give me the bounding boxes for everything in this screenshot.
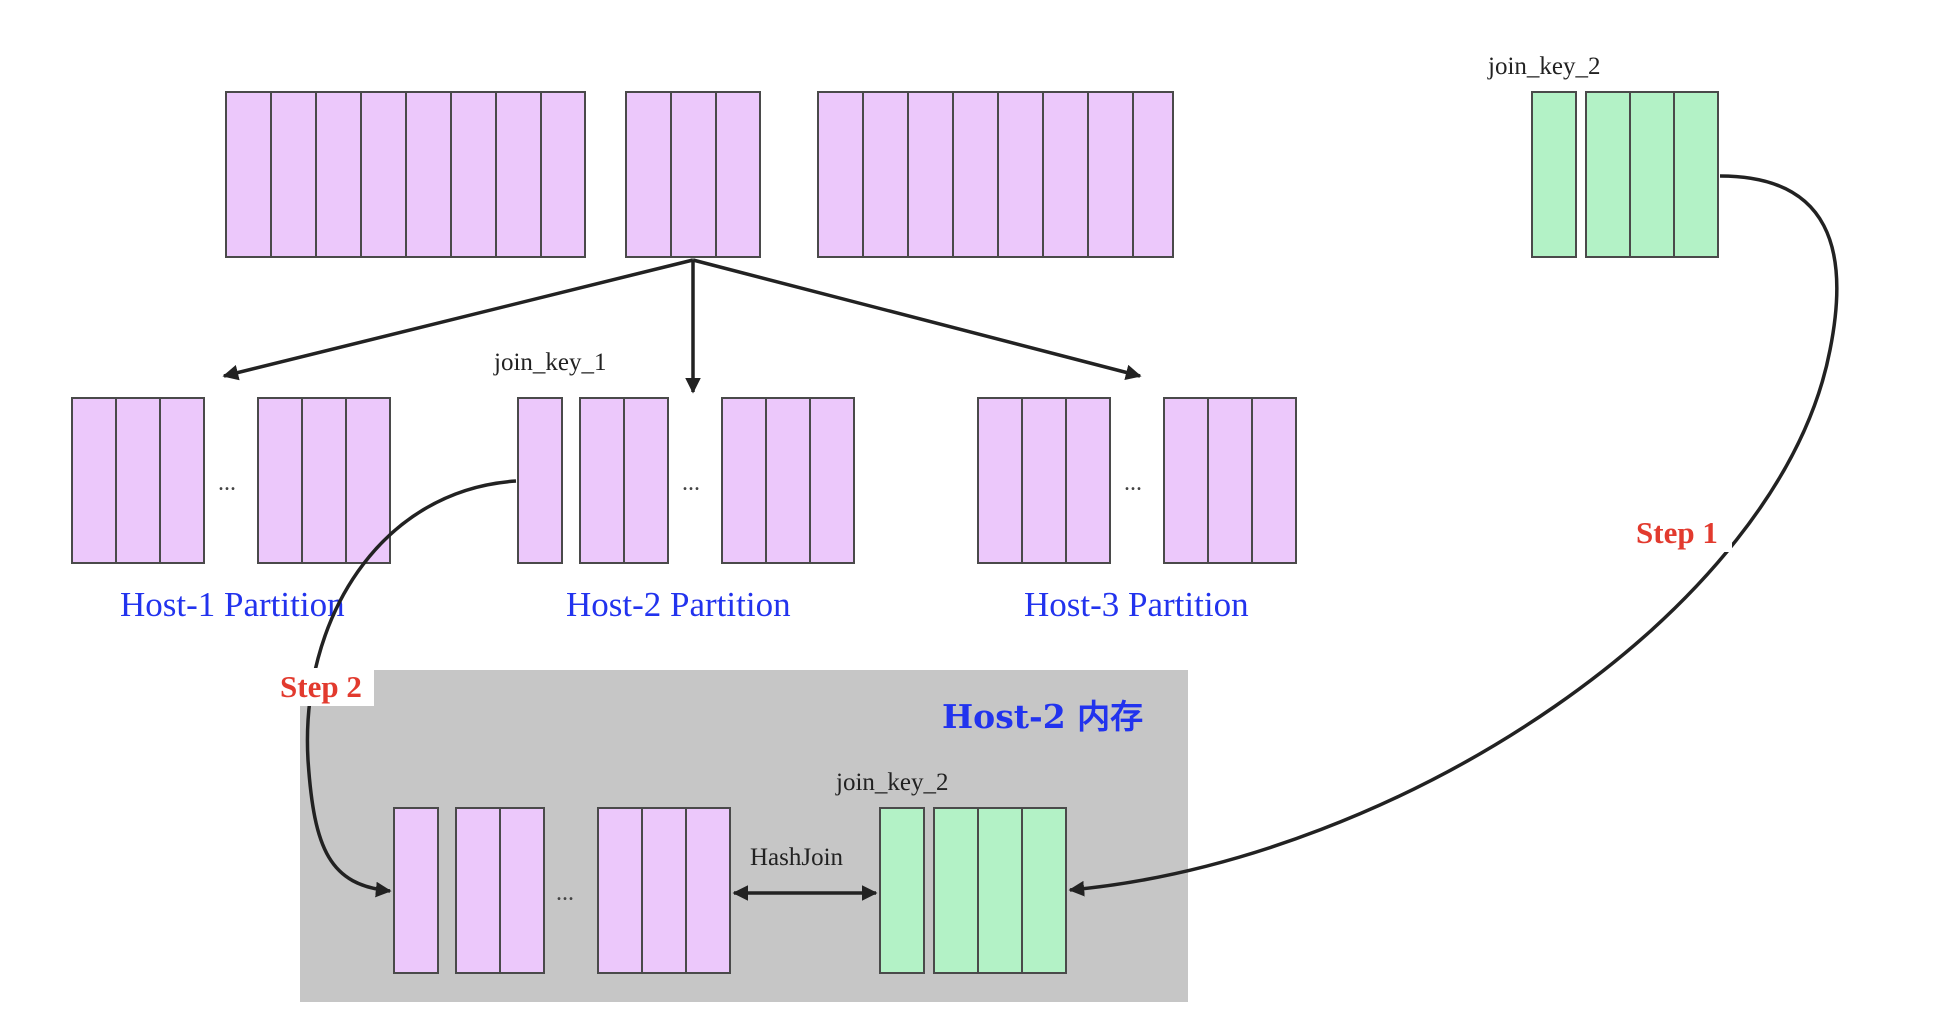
top-table-block-3 [817, 91, 1174, 258]
svg-text:...: ... [556, 880, 574, 906]
svg-text:...: ... [682, 470, 700, 496]
step2-curve [305, 479, 517, 898]
step1-curve [1068, 174, 1839, 897]
arrow-to-host1 [222, 258, 694, 381]
step1-label: Step 1 [1636, 515, 1718, 550]
green-table-top [1531, 91, 1719, 258]
host3-partition-label: Host-3 Partition [1024, 585, 1249, 624]
host2-join-key-label: join_key_1 [493, 349, 607, 376]
step2-label: Step 2 [280, 669, 362, 704]
memory-join-key-label: join_key_2 [835, 769, 949, 796]
arrow-to-host3 [692, 258, 1142, 381]
top-join-key-label: join_key_2 [1487, 53, 1601, 80]
memory-pink-table: ... [393, 807, 731, 974]
memory-green-table [879, 807, 1067, 974]
host1-partition: ... [71, 397, 391, 564]
host1-partition-label: Host-1 Partition [120, 585, 345, 624]
host2-partition-label: Host-2 Partition [566, 585, 791, 624]
top-table-block-2 [625, 91, 761, 258]
host2-partition: ... [517, 397, 855, 564]
hashjoin-label: HashJoin [750, 844, 844, 871]
host2-memory-title: Host-2 内存 [942, 697, 1143, 736]
svg-text:...: ... [218, 470, 236, 496]
svg-text:...: ... [1124, 470, 1142, 496]
top-table-block-1 [225, 91, 586, 258]
host3-partition: ... [977, 397, 1297, 564]
step1-label-bg [1632, 512, 1732, 552]
step2-label-bg [278, 668, 374, 706]
